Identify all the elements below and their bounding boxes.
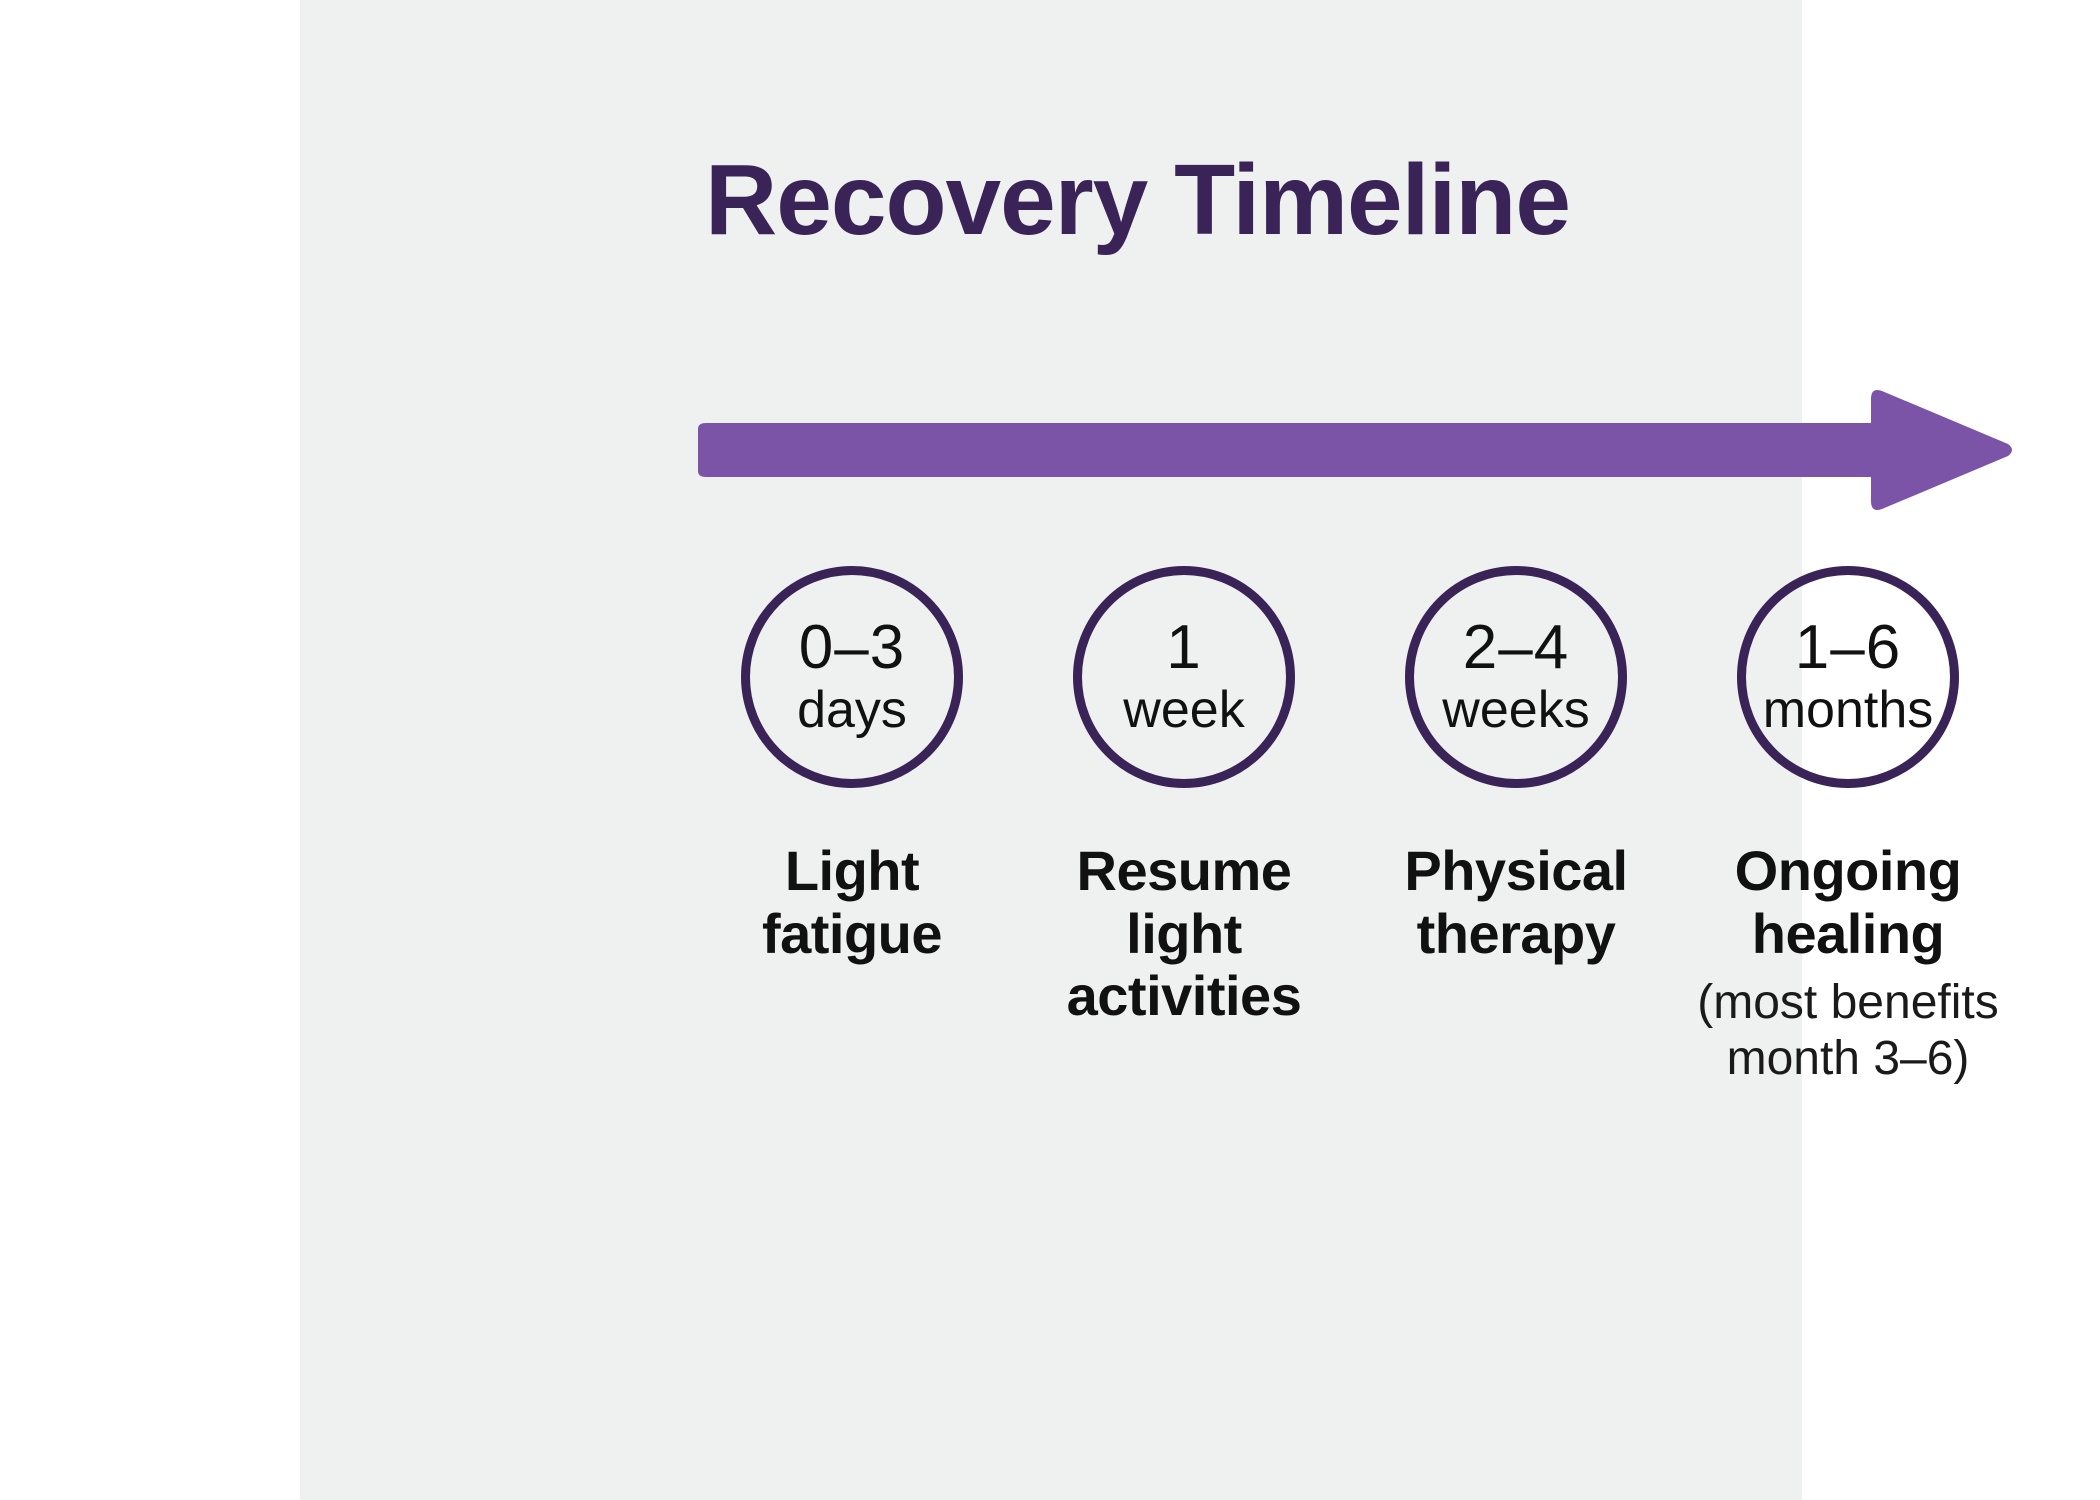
milestone-circle-4: 1–6 months: [1737, 566, 1959, 788]
milestone-range-4: 1–6: [1794, 612, 1902, 682]
arrow-shape: [698, 390, 2012, 510]
milestone-label-1: Light fatigue: [761, 839, 943, 965]
milestone-unit-4: months: [1762, 680, 1934, 739]
milestone-range-1: 0–3: [798, 612, 906, 682]
timeline-progress-arrow: [696, 385, 2016, 515]
timeline-step-3[interactable]: 2–4 weeks Physical therapy: [1350, 566, 1682, 965]
milestone-unit-3: weeks: [1442, 680, 1590, 739]
milestone-note-4: (most benefits month 3–6): [1697, 976, 1999, 1085]
milestone-range-3: 2–4: [1462, 612, 1570, 682]
milestone-unit-1: days: [797, 680, 907, 739]
page-title: Recovery Timeline: [705, 144, 1571, 256]
milestone-circle-1: 0–3 days: [741, 566, 963, 788]
milestone-unit-2: week: [1123, 680, 1245, 739]
timeline-step-4[interactable]: 1–6 months Ongoing healing (most benefit…: [1682, 566, 2014, 1086]
timeline-step-1[interactable]: 0–3 days Light fatigue: [686, 566, 1018, 965]
milestone-label-3: Physical therapy: [1404, 839, 1628, 965]
milestone-circle-3: 2–4 weeks: [1405, 566, 1627, 788]
milestone-label-4: Ongoing healing: [1734, 839, 1962, 965]
timeline-card: Recovery Timeline 0–3 days Light fatigue…: [300, 0, 2012, 1500]
timeline-steps: 0–3 days Light fatigue 1 week Resume lig…: [686, 566, 2016, 1086]
timeline-step-2[interactable]: 1 week Resume light activities: [1018, 566, 1350, 1028]
milestone-range-2: 1: [1166, 612, 1202, 682]
milestone-circle-2: 1 week: [1073, 566, 1295, 788]
milestone-label-2: Resume light activities: [1066, 839, 1302, 1028]
